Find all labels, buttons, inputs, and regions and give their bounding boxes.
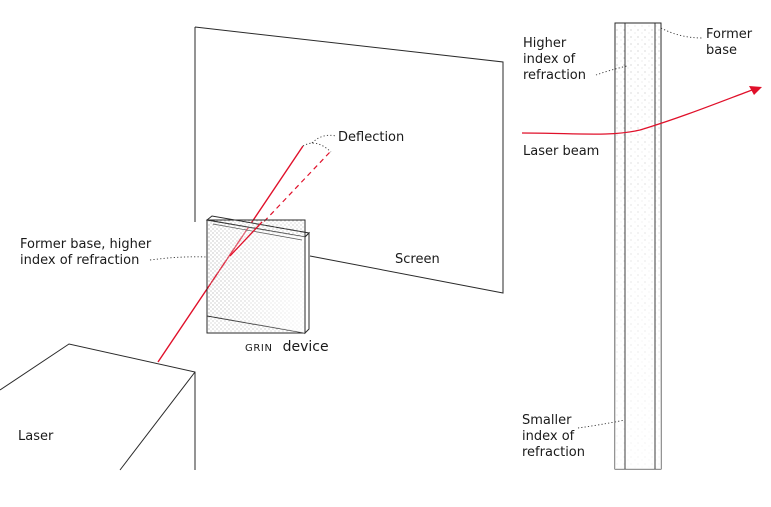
laser-beam-on-device bbox=[229, 221, 263, 257]
grin-device-shading bbox=[207, 220, 305, 333]
smaller-index-label-line1: Smaller bbox=[522, 413, 572, 428]
deflection-bracket bbox=[302, 134, 337, 153]
undeflected-beam-dashed bbox=[257, 151, 331, 229]
former-base-right-leader bbox=[660, 27, 703, 39]
grin-bar bbox=[614, 22, 662, 470]
laser-box-outline bbox=[0, 343, 196, 471]
laser-beam-right bbox=[521, 89, 753, 135]
grin-bar-shading bbox=[615, 23, 661, 469]
smaller-index-leader bbox=[577, 419, 626, 429]
former-base-leader bbox=[149, 256, 207, 261]
smaller-index-label-line3: refraction bbox=[522, 445, 585, 460]
former-base-label-line2: index of refraction bbox=[20, 253, 139, 268]
higher-index-label-line3: refraction bbox=[523, 68, 586, 83]
grin-device-label-suffix: device bbox=[283, 339, 329, 355]
laser-label: Laser bbox=[18, 429, 54, 444]
former-base-right-label-line1: Former bbox=[706, 27, 753, 42]
smaller-index-label-line2: index of bbox=[522, 429, 575, 444]
screen-label: Screen bbox=[395, 252, 440, 267]
former-base-right-label-line2: base bbox=[706, 43, 737, 58]
laser-beam-arrowhead bbox=[749, 86, 762, 95]
grin-device-label: GRIN device bbox=[245, 336, 329, 355]
grin-device-inner-edge bbox=[212, 223, 303, 241]
higher-index-label-line1: Higher bbox=[523, 36, 567, 51]
grin-device-side-face bbox=[304, 231, 310, 335]
laser-beam-label: Laser beam bbox=[523, 144, 599, 159]
screen-plane bbox=[194, 26, 504, 294]
grin-device-label-prefix: GRIN bbox=[245, 343, 273, 354]
former-base-label-line1: Former base, higher bbox=[20, 237, 152, 252]
deflection-label: Deflection bbox=[338, 130, 404, 145]
grin-device bbox=[205, 215, 311, 335]
laser-box bbox=[0, 343, 196, 471]
higher-index-label-line2: index of bbox=[523, 52, 576, 67]
